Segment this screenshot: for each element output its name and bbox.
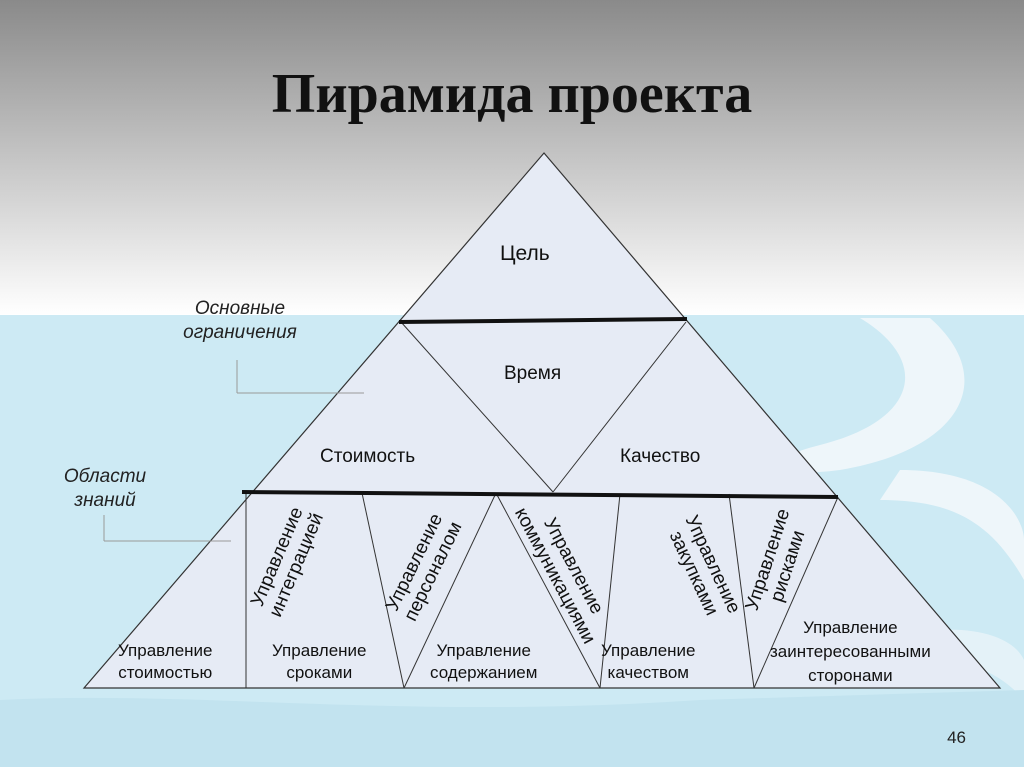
ka-line: Управление (601, 641, 696, 660)
time-label: Время (504, 363, 562, 384)
ka-schedule-management: Управление сроками (272, 640, 367, 684)
divider-line (552, 321, 687, 493)
ka-scope-management: Управление содержанием (430, 640, 537, 684)
wave-swoosh (777, 318, 965, 473)
ka-line: Управление (118, 641, 213, 660)
ka-line: сроками (286, 663, 353, 682)
apex-label-goal: Цель (500, 242, 550, 265)
ka-line: сторонами (808, 666, 893, 685)
ka-line: содержанием (430, 663, 538, 682)
quality-label: Качество (620, 446, 701, 467)
pyramid-outline (82, 152, 1002, 689)
divider-line (599, 493, 621, 689)
ka-line: Управление (803, 618, 898, 637)
ka-line: Управление (436, 641, 531, 660)
knowledge-side-label: Области знаний (45, 465, 165, 513)
slide-title: Пирамида проекта (271, 63, 753, 125)
divider-line (361, 492, 405, 689)
knowledge-line-2: знаний (74, 490, 136, 511)
wave-swoosh (0, 690, 1024, 767)
divider-line (495, 492, 601, 689)
divider-line (728, 493, 755, 689)
cost-label: Стоимость (320, 446, 416, 467)
divider-line (753, 496, 839, 689)
knowledge-line-1: Области (63, 466, 147, 487)
constraints-bar (398, 317, 688, 324)
constraints-line-1: Основные (194, 298, 286, 319)
page-number: 46 (947, 728, 966, 747)
ka-cost-management: Управление стоимостью (118, 640, 213, 684)
wave-swoosh (880, 470, 1024, 580)
ka-line: качеством (607, 663, 689, 682)
ka-quality-management: Управление качеством (601, 640, 696, 684)
knowledge-bar (241, 490, 839, 499)
divider-line (400, 321, 554, 493)
ka-line: заинтересованными (770, 642, 931, 661)
ka-line: Управление (272, 641, 367, 660)
ka-line: стоимостью (118, 663, 213, 682)
constraints-side-label: Основные ограничения (160, 297, 320, 345)
constraints-line-2: ограничения (183, 322, 297, 343)
divider-line (403, 492, 497, 689)
ka-stakeholder-management: Управление заинтересованными сторонами (770, 616, 931, 688)
